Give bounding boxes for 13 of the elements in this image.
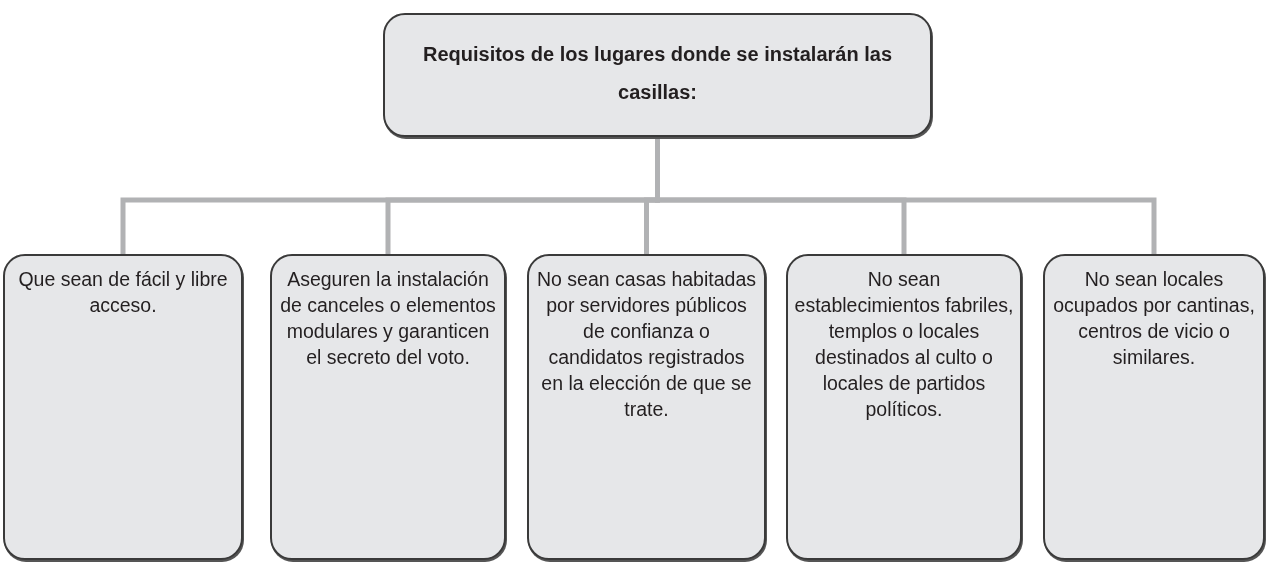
- requirement-text: Que sean de fácil y libre acceso.: [17, 267, 229, 318]
- title-box: [383, 13, 932, 137]
- connector-line: [655, 139, 1157, 254]
- requirement-text: Aseguren la instalación de canceles o elementos modulares y garanticen el secreto del voto.: [279, 267, 497, 370]
- requirement-box: [270, 254, 506, 560]
- requirement-box: [1043, 254, 1265, 560]
- requirement-box: [527, 254, 766, 560]
- requirement-box: [3, 254, 243, 560]
- heading-text: Requisitos de los lugares donde se instalarán las casillas:: [421, 42, 893, 105]
- requirement-text: No sean casas habitadas por servidores públicos de confianza o candidatos registrados en la elección de que se trate.: [536, 267, 757, 422]
- requirement-text: No sean locales ocupados por cantinas, centros de vicio o similares.: [1052, 267, 1256, 370]
- requirement-box: [786, 254, 1022, 560]
- requirement-text: No sean establecimientos fabriles, templos o locales destinados al culto o locales de partidos políticos.: [793, 267, 1015, 422]
